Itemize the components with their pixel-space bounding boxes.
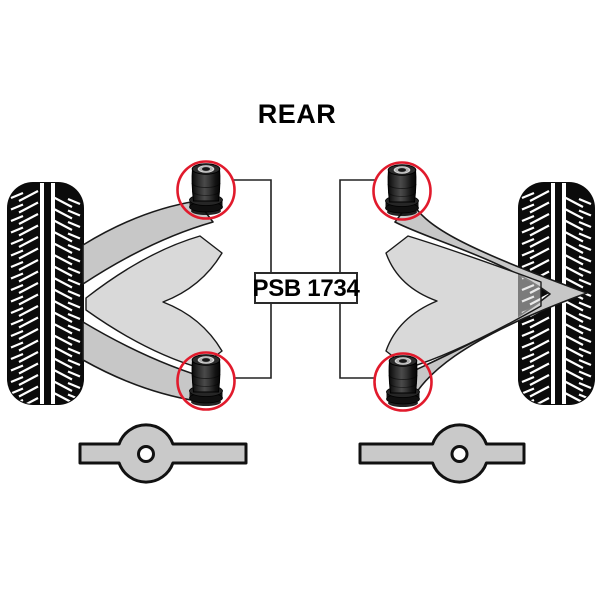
right-trailing-arm [358, 423, 526, 484]
callout-line-lower-right [339, 303, 374, 379]
right-trailing-arm-hole [450, 445, 469, 463]
callout-line-lower-left [233, 303, 272, 379]
bushing-lower-left-highlight-circle [176, 351, 236, 411]
bushing-lower-left [176, 351, 236, 411]
bushing-upper-right [372, 161, 432, 221]
bushing-lower-right [373, 352, 433, 412]
left-trailing-arm-hole [137, 445, 155, 463]
bushing-upper-left [176, 160, 236, 220]
callout-line-upper-right [339, 179, 375, 273]
right-wishbone-over-tire [518, 273, 541, 319]
part-label-box [254, 272, 358, 304]
bushing-upper-left-highlight-circle [176, 160, 236, 220]
part-number-text: PSB 1734 [252, 275, 360, 302]
left-trailing-arm-body [78, 423, 248, 484]
right-trailing-arm-body [358, 423, 526, 484]
left-wishbone [85, 235, 223, 369]
right-wishbone-solid [386, 236, 518, 368]
callout-line-upper-left [232, 179, 272, 273]
highlighted-bushings [176, 160, 433, 412]
left-control-arm-assembly [82, 200, 223, 402]
bushing-upper-right-highlight-circle [372, 161, 432, 221]
left-tire [7, 182, 84, 405]
right-wishbone-outline [385, 235, 542, 369]
bushing-lower-right-highlight-circle [373, 352, 433, 412]
callout-lines [232, 179, 375, 379]
view-title: REAR [258, 99, 337, 129]
left-trailing-arm [78, 423, 248, 484]
part-label: PSB 1734 [252, 272, 361, 304]
right-wishbone [385, 235, 542, 369]
left-upper-arm [82, 200, 214, 285]
